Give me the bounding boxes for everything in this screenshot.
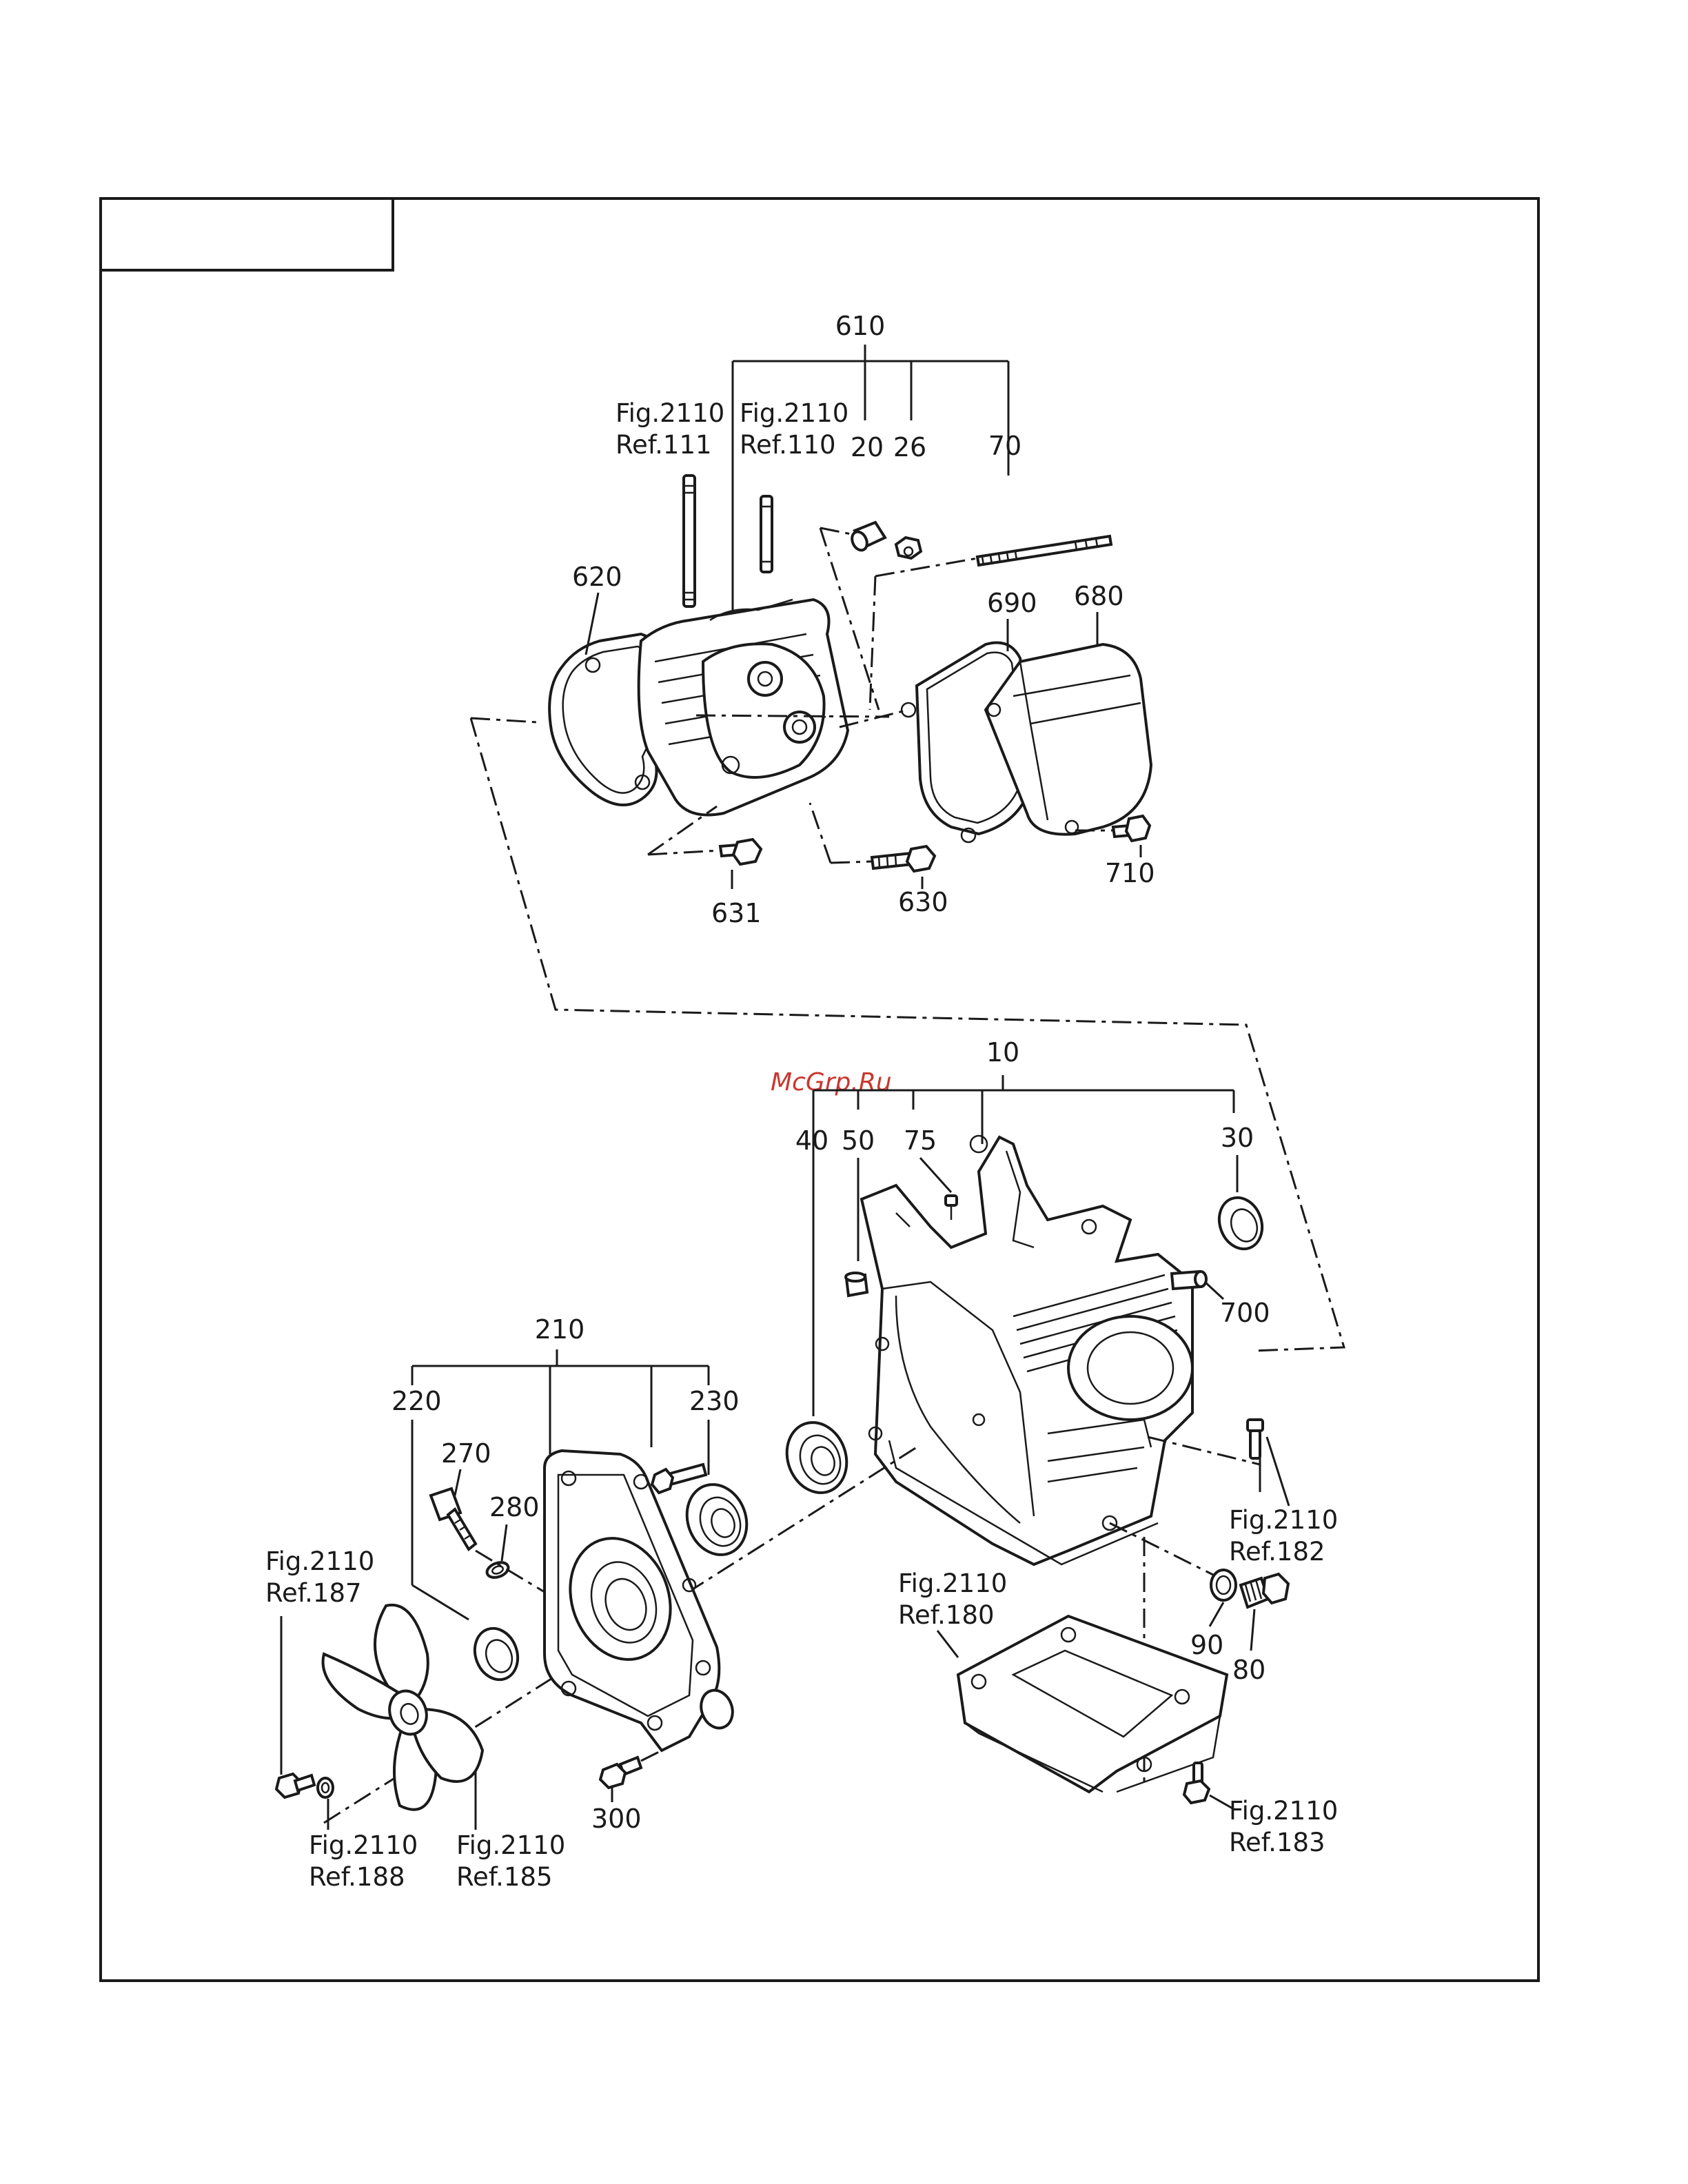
- dowel-pin-icon: [846, 1273, 867, 1296]
- dowel-pin-icon: [849, 522, 885, 553]
- ref-188-fig: Fig.2110: [309, 1830, 418, 1860]
- ref-182-fig: Fig.2110: [1229, 1505, 1338, 1535]
- callout-220: 220: [392, 1386, 442, 1416]
- ball-bearing-icon: [678, 1476, 757, 1563]
- assembly-guide-line: [641, 1751, 662, 1761]
- drain-plug-icon: [1241, 1574, 1288, 1607]
- callout-80: 80: [1232, 1655, 1265, 1685]
- ref-183-ref: Ref.183: [1229, 1828, 1325, 1857]
- callout-210: 210: [535, 1314, 585, 1345]
- callout-700: 700: [1220, 1298, 1270, 1328]
- flange-bolt-icon: [720, 839, 761, 864]
- callout-690: 690: [987, 588, 1037, 618]
- flange-bolt-icon: [872, 846, 935, 871]
- assembly-guide-line: [810, 803, 872, 863]
- callout-620: 620: [572, 562, 622, 592]
- callout-300: 300: [591, 1804, 642, 1834]
- ref-180-ref: Ref.180: [898, 1600, 995, 1630]
- washer-icon: [1211, 1570, 1236, 1600]
- dowel-pin-icon: [1172, 1272, 1206, 1289]
- callout-50: 50: [842, 1125, 875, 1156]
- assembly-guide-line: [840, 710, 908, 727]
- ref-111-fig: Fig.2110: [616, 398, 724, 428]
- small-bolt-icon: [946, 1196, 957, 1220]
- ref-180-fig: Fig.2110: [898, 1569, 1007, 1598]
- cooling-fan-icon: [323, 1605, 482, 1810]
- callout-230: 230: [689, 1386, 740, 1416]
- nut-icon: [896, 538, 921, 558]
- callout-40: 40: [795, 1125, 828, 1156]
- ball-bearing-icon: [777, 1414, 857, 1501]
- callout-630: 630: [898, 887, 948, 917]
- cylinder-head-icon: [639, 600, 848, 815]
- callout-280: 280: [489, 1492, 540, 1522]
- flange-bolt-icon: [1184, 1763, 1209, 1803]
- callout-270: 270: [441, 1438, 491, 1469]
- flange-bolt-icon: [276, 1774, 314, 1797]
- oil-seal-icon: [468, 1622, 525, 1686]
- ref-187-fig: Fig.2110: [265, 1547, 374, 1576]
- oil-seal-icon: [1212, 1192, 1269, 1255]
- ref-185-ref: Ref.185: [456, 1862, 553, 1892]
- callout-10: 10: [986, 1037, 1019, 1068]
- base-plate-icon: [958, 1616, 1227, 1792]
- oil-sensor-icon: [431, 1489, 476, 1549]
- callout-26: 26: [893, 432, 926, 462]
- callout-680: 680: [1074, 581, 1124, 611]
- ref-187-ref: Ref.187: [265, 1578, 362, 1608]
- ref-110-fig: Fig.2110: [740, 398, 848, 428]
- ref-182-ref: Ref.182: [1229, 1537, 1325, 1566]
- callout-30: 30: [1221, 1123, 1254, 1153]
- flange-bolt-icon: [1248, 1420, 1263, 1458]
- callout-610-bracket: [733, 345, 1008, 624]
- callout-20: 20: [851, 432, 884, 462]
- callout-610: 610: [835, 311, 886, 341]
- watermark: McGrp.Ru: [771, 1068, 892, 1096]
- ref-188-ref: Ref.188: [309, 1862, 405, 1892]
- flange-bolt-icon: [600, 1757, 641, 1788]
- crankcase-icon: [862, 1136, 1192, 1564]
- ref-110-ref: Ref.110: [740, 430, 836, 460]
- assembly-guide-line: [1148, 1437, 1260, 1464]
- callout-75: 75: [904, 1125, 937, 1156]
- ref-111-ref: Ref.111: [616, 430, 712, 460]
- callout-631: 631: [711, 898, 762, 928]
- callout-90: 90: [1190, 1630, 1223, 1660]
- callout-70: 70: [988, 431, 1021, 461]
- stud-bolt-icon: [684, 476, 772, 606]
- washer-icon: [318, 1778, 333, 1797]
- valve-cover-icon: [986, 644, 1151, 835]
- callout-710: 710: [1105, 858, 1155, 888]
- long-stud-icon: [977, 536, 1111, 565]
- ref-183-fig: Fig.2110: [1229, 1796, 1338, 1826]
- ref-185-fig: Fig.2110: [456, 1830, 565, 1860]
